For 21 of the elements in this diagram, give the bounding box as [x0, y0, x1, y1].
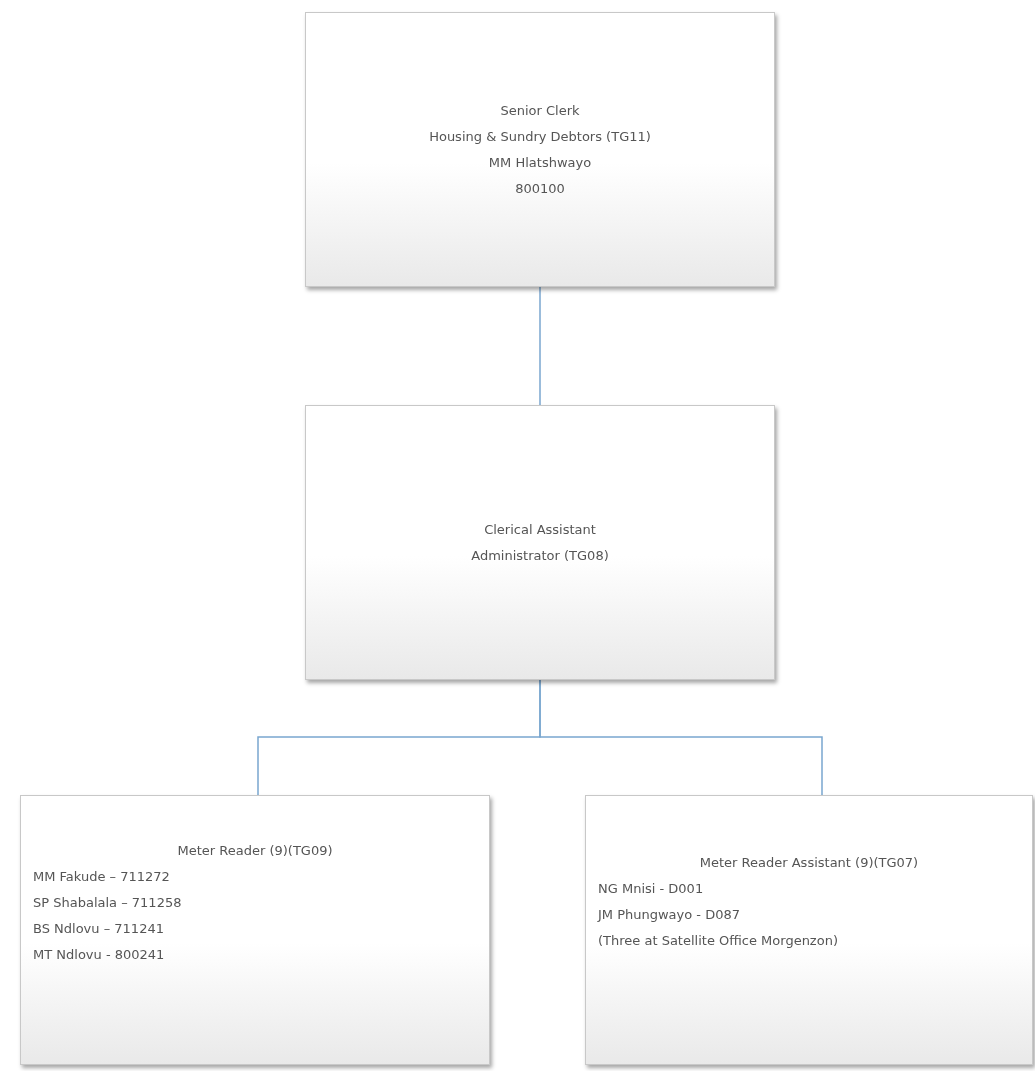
connector-line [539, 286, 541, 406]
staff-entry: NG Mnisi - D001 [598, 880, 705, 898]
staff-entry: MM Fakude – 711272 [33, 868, 171, 886]
staff-entry: SP Shabalala – 711258 [33, 894, 183, 912]
staff-entry: MT Ndlovu - 800241 [33, 946, 166, 964]
job-title: Senior Clerk [499, 101, 581, 120]
position-box [305, 12, 775, 287]
staff-entry: Housing & Sundry Debtors (TG11) [428, 127, 652, 146]
connector-line [539, 679, 823, 796]
job-title: Meter Reader (9)(TG09) [176, 842, 334, 860]
position-box [20, 795, 490, 1065]
job-title: Clerical Assistant [483, 520, 597, 539]
position-box [585, 795, 1033, 1065]
staff-entry: 800100 [514, 179, 566, 198]
position-box [305, 405, 775, 680]
staff-entry: (Three at Satellite Office Morgenzon) [598, 932, 839, 950]
staff-entry: MM Hlatshwayo [487, 153, 593, 172]
staff-entry: Administrator (TG08) [470, 546, 610, 565]
job-title: Meter Reader Assistant (9)(TG07) [698, 854, 920, 872]
staff-entry: BS Ndlovu – 711241 [33, 920, 165, 938]
staff-entry: JM Phungwayo - D087 [598, 906, 742, 924]
